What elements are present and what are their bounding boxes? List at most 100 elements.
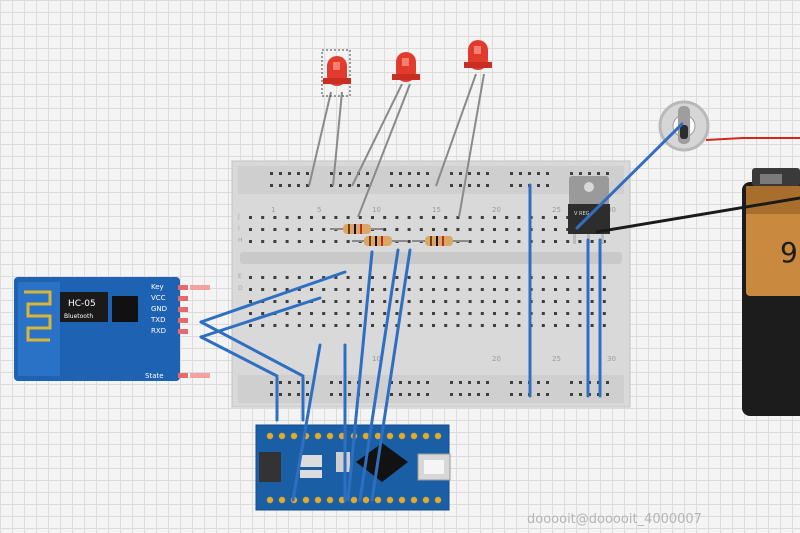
rail-hole xyxy=(366,172,369,175)
breadboard-hole xyxy=(407,276,411,279)
led-2[interactable] xyxy=(392,52,420,82)
rail-hole xyxy=(606,393,609,396)
breadboard-hole xyxy=(310,228,313,231)
voltage-regulator[interactable]: V REG xyxy=(568,176,610,244)
breadboard-hole xyxy=(517,288,521,291)
rail-hole xyxy=(399,381,402,384)
rail-hole xyxy=(279,381,282,384)
power-switch[interactable] xyxy=(658,100,710,152)
column-number: 10 xyxy=(372,355,381,363)
battery-positive-wire[interactable] xyxy=(705,137,800,141)
breadboard-hole xyxy=(310,240,313,243)
breadboard-hole xyxy=(554,288,557,291)
rail-hole xyxy=(288,172,291,175)
rail-hole xyxy=(486,393,489,396)
rail-hole xyxy=(366,381,369,384)
led-3[interactable] xyxy=(464,40,492,70)
svg-text:TXD: TXD xyxy=(150,316,165,324)
breadboard-hole xyxy=(444,216,448,219)
breadboard-hole xyxy=(310,312,313,315)
hc05-bluetooth-module[interactable]: HC-05 Bluetooth Key VCC GND TXD RXD Stat… xyxy=(14,277,210,381)
rail-hole xyxy=(270,172,273,175)
rail-hole xyxy=(450,184,453,187)
breadboard-hole xyxy=(554,216,557,219)
rail-hole xyxy=(486,184,489,187)
breadboard-hole xyxy=(407,228,411,231)
breadboard-hole xyxy=(322,312,326,315)
column-number: 20 xyxy=(492,355,501,363)
breadboard-hole xyxy=(419,216,423,219)
breadboard-hole xyxy=(517,324,521,327)
rail-hole xyxy=(330,184,333,187)
rail-hole xyxy=(270,393,273,396)
rail-hole xyxy=(297,172,300,175)
breadboard-hole xyxy=(602,324,606,327)
arduino-pin xyxy=(302,496,310,504)
rail-hole xyxy=(459,381,462,384)
led-1[interactable] xyxy=(321,49,351,97)
svg-text:D: D xyxy=(238,285,243,292)
rail-hole xyxy=(330,393,333,396)
rail-hole xyxy=(339,381,342,384)
breadboard-hole xyxy=(468,300,472,303)
breadboard-hole xyxy=(602,312,606,315)
breadboard-hole xyxy=(456,288,460,291)
breadboard-hole xyxy=(590,276,594,279)
rail-hole xyxy=(297,184,300,187)
breadboard-hole xyxy=(261,276,265,279)
breadboard-holes xyxy=(249,172,609,396)
breadboard-hole xyxy=(566,228,570,231)
rail-hole xyxy=(537,172,540,175)
rail-hole xyxy=(546,172,549,175)
breadboard-hole xyxy=(419,324,423,327)
breadboard-hole xyxy=(346,216,350,219)
svg-text:Key: Key xyxy=(151,283,164,291)
breadboard-hole xyxy=(432,312,435,315)
breadboard-column-numbers: 1 5 10 15 20 25 30 10 20 25 30 xyxy=(271,206,616,363)
resistor-1[interactable] xyxy=(330,224,383,234)
breadboard-hole xyxy=(285,312,289,315)
breadboard-hole xyxy=(590,288,594,291)
breadboard-hole xyxy=(541,228,545,231)
rail-hole xyxy=(408,172,411,175)
breadboard-hole xyxy=(541,216,545,219)
rail-hole xyxy=(366,184,369,187)
breadboard-hole xyxy=(297,216,301,219)
breadboard-hole xyxy=(285,300,289,303)
breadboard-hole xyxy=(554,300,557,303)
svg-text:I: I xyxy=(238,225,240,232)
rail-hole xyxy=(390,381,393,384)
rail-hole xyxy=(297,381,300,384)
resistor-2[interactable] xyxy=(352,236,408,246)
rail-hole xyxy=(306,184,309,187)
breadboard-hole xyxy=(541,276,545,279)
breadboard-hole xyxy=(493,324,496,327)
breadboard-hole xyxy=(566,300,570,303)
breadboard-hole xyxy=(566,216,570,219)
breadboard-hole xyxy=(310,324,313,327)
rail-hole xyxy=(537,381,540,384)
breadboard-hole xyxy=(493,288,496,291)
breadboard-hole xyxy=(444,228,448,231)
breadboard-hole xyxy=(468,312,472,315)
jumper-wires[interactable] xyxy=(199,122,684,502)
breadboard-hole xyxy=(541,288,545,291)
rail-hole xyxy=(270,184,273,187)
battery-label: 9 xyxy=(780,236,798,269)
breadboard-hole xyxy=(322,240,326,243)
rail-hole xyxy=(306,381,309,384)
rail-hole xyxy=(348,393,351,396)
rail-hole xyxy=(339,172,342,175)
breadboard-hole xyxy=(346,240,350,243)
battery-negative-wire[interactable] xyxy=(595,196,800,234)
led-legs xyxy=(308,73,485,218)
breadboard-hole xyxy=(383,300,387,303)
breadboard-hole xyxy=(261,312,265,315)
breadboard-hole xyxy=(297,324,301,327)
rail-hole xyxy=(597,172,600,175)
module-pin-labels: Key VCC GND TXD RXD State xyxy=(145,283,167,380)
resistor-3[interactable] xyxy=(412,236,468,246)
breadboard-hole xyxy=(517,300,521,303)
rail-hole xyxy=(510,393,513,396)
battery-9v[interactable]: 9 xyxy=(742,168,800,416)
